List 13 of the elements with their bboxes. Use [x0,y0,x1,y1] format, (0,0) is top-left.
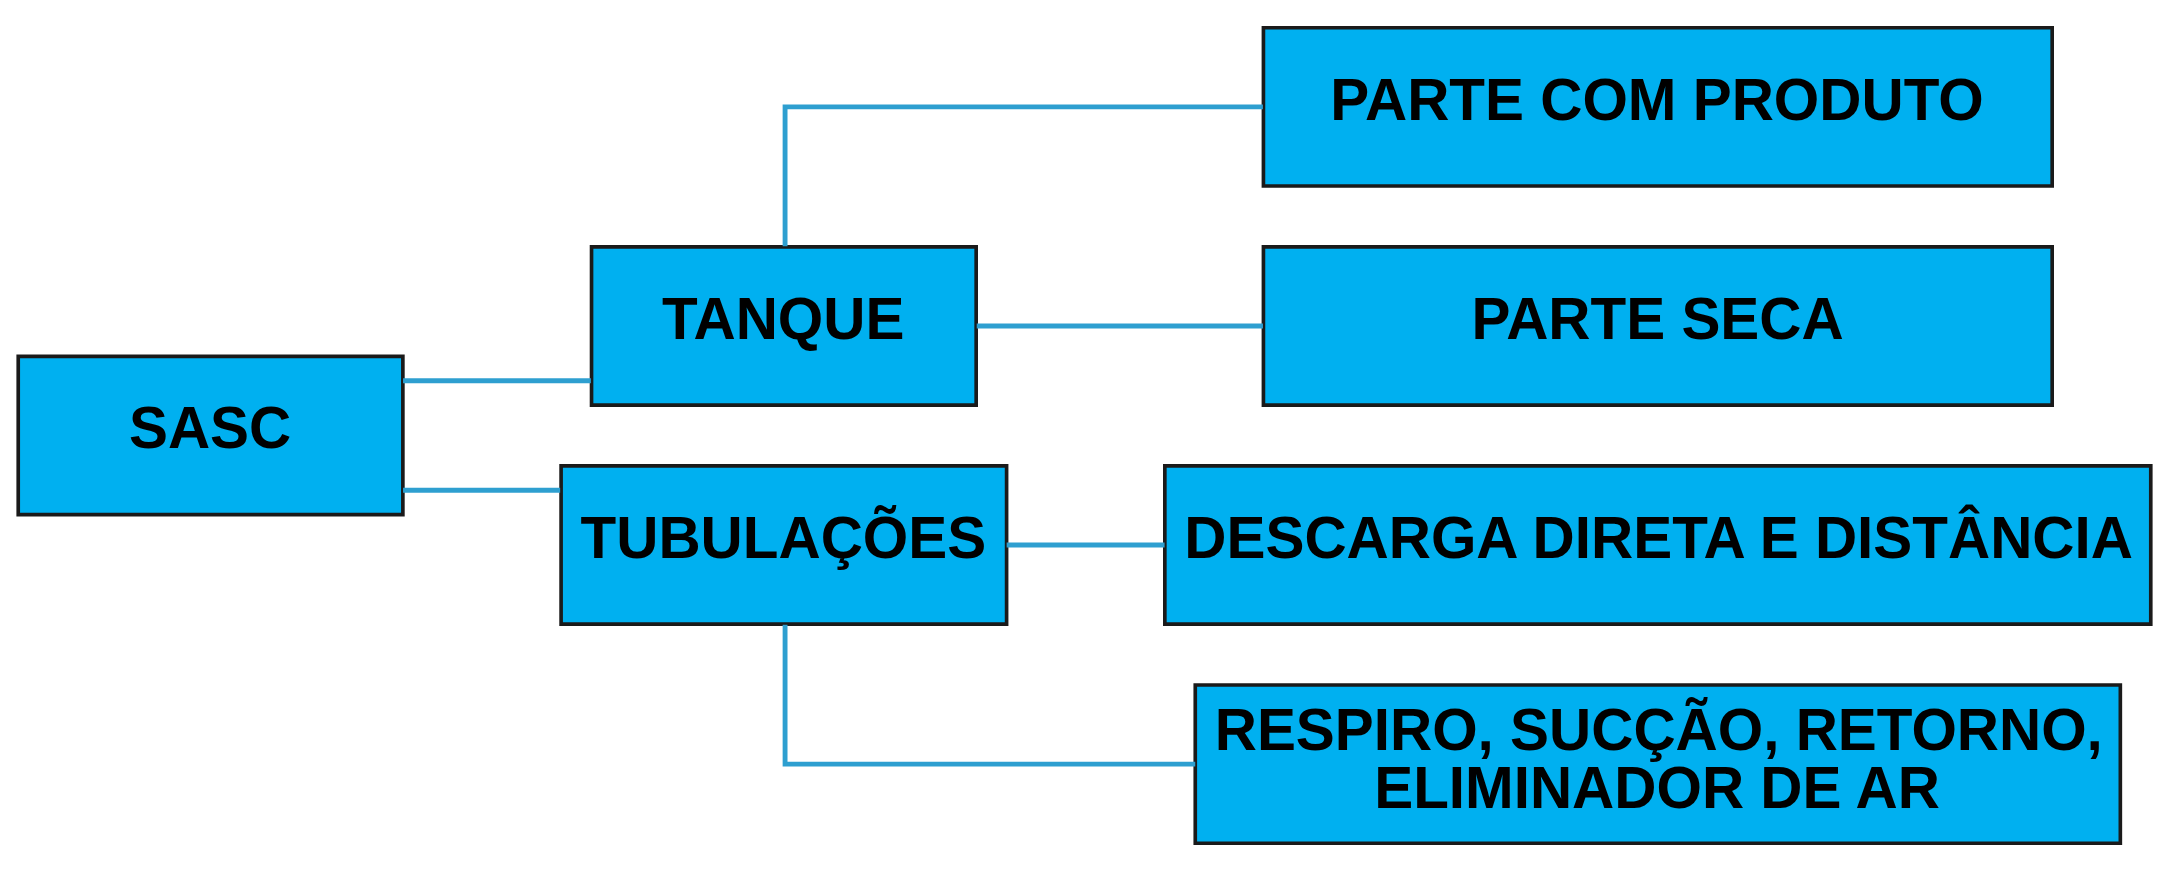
connector [976,323,1263,328]
node-box: RESPIRO, SUCÇÃO, RETORNO, ELIMINADOR DE AR [1193,682,2123,845]
connector [403,377,591,383]
node-box: TUBULAÇÕES [559,463,1009,626]
connector [403,487,561,493]
connector [782,624,1196,767]
connector [782,103,1263,246]
node-box: SASC [16,354,405,516]
node-box: PARTE COM PRODUTO [1261,25,2054,188]
connector [1006,542,1165,547]
node-box: DESCARGA DIRETA E DISTÂNCIA [1163,463,2153,626]
node-box: PARTE SECA [1261,244,2054,407]
node-box: TANQUE [589,244,978,407]
